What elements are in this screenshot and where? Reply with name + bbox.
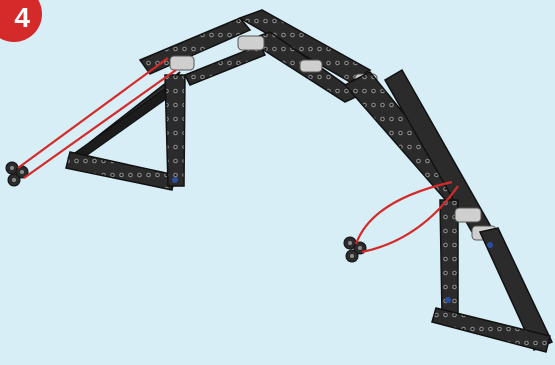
left-vertical-post [165,75,185,186]
blue-axle-pin-right [445,297,451,303]
connector-pin-icon [344,237,366,262]
left-bottom-beam [66,152,175,190]
connector-pin-icon [6,162,28,186]
blue-axle-pin [172,177,178,183]
